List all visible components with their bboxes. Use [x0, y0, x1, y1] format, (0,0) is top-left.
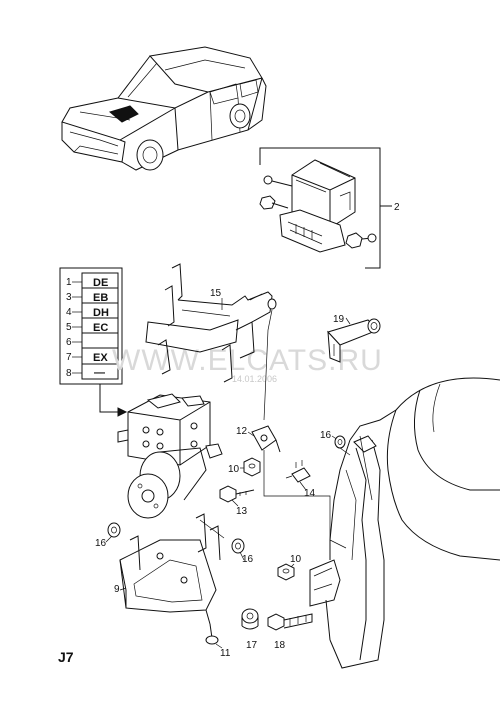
grommet-icon: 16	[320, 430, 346, 449]
svg-text:4: 4	[66, 307, 72, 318]
abs-control-unit-icon	[279, 159, 356, 253]
grommet-icon: 14	[285, 460, 316, 499]
table-row: 4 DH	[66, 307, 109, 319]
bracket-icon: 9	[114, 513, 225, 625]
callout-18: 18	[274, 640, 286, 651]
callout-16-upper: 16	[320, 430, 332, 441]
page-reference: J7	[58, 649, 74, 665]
abs-control-unit-group: 2	[259, 147, 400, 269]
sensor-switch-icon: 19	[327, 314, 381, 363]
nut-icon: 17	[241, 608, 259, 651]
svg-text:EC: EC	[93, 322, 108, 334]
callout-13: 13	[236, 506, 248, 517]
callout-16-left: 16	[95, 538, 107, 549]
grommet-icon: 16	[231, 538, 254, 565]
clip-icon: 12	[236, 425, 281, 453]
svg-text:7: 7	[66, 352, 72, 363]
callout-15: 15	[210, 288, 222, 299]
callout-10-upper: 10	[228, 464, 240, 475]
svg-text:EX: EX	[93, 352, 108, 364]
bracket-icon: 15	[145, 263, 277, 421]
bolt-icon: 18	[267, 613, 313, 651]
table-row: 5 EC	[66, 322, 108, 334]
callout-16-middle: 16	[242, 554, 254, 565]
callout-9: 9	[114, 584, 120, 595]
svg-text:8: 8	[66, 368, 72, 379]
watermark-date: 14.01.2006	[232, 374, 277, 384]
svg-text:—: —	[94, 367, 105, 379]
callout-12: 12	[236, 426, 248, 437]
svg-text:5: 5	[66, 322, 72, 333]
watermark-site: WWW.ELCATS.RU	[112, 344, 383, 377]
table-row: 3 EB	[66, 292, 108, 304]
svg-text:1: 1	[66, 277, 72, 288]
callout-14: 14	[304, 488, 316, 499]
nut-icon: 10	[228, 450, 296, 497]
hydraulic-modulator-icon	[117, 393, 223, 519]
body-panel	[296, 377, 500, 669]
svg-text:6: 6	[66, 337, 72, 348]
callout-19: 19	[333, 314, 345, 325]
variant-table: 1 DE 3 EB 4 DH 5 EC 6 7 EX	[59, 267, 128, 417]
table-row: 7 EX	[66, 352, 108, 364]
table-row: 1 DE	[66, 277, 108, 289]
svg-text:3: 3	[66, 292, 72, 303]
callout-2: 2	[394, 202, 400, 213]
svg-text:DE: DE	[93, 277, 108, 289]
svg-text:DH: DH	[93, 307, 109, 319]
callout-11: 11	[220, 648, 231, 659]
bolt-icon: 13	[219, 485, 255, 517]
svg-text:EB: EB	[93, 292, 108, 304]
callout-10-lower: 10	[290, 554, 302, 565]
bolt-icon	[259, 175, 377, 249]
callout-17: 17	[246, 640, 258, 651]
grommet-icon: 16	[95, 522, 121, 549]
bolt-icon: 11	[205, 623, 231, 659]
nut-icon: 10	[277, 554, 302, 581]
table-row: 8 —	[66, 367, 105, 379]
car-outline-icon	[61, 46, 267, 171]
table-row: 6	[66, 337, 82, 348]
